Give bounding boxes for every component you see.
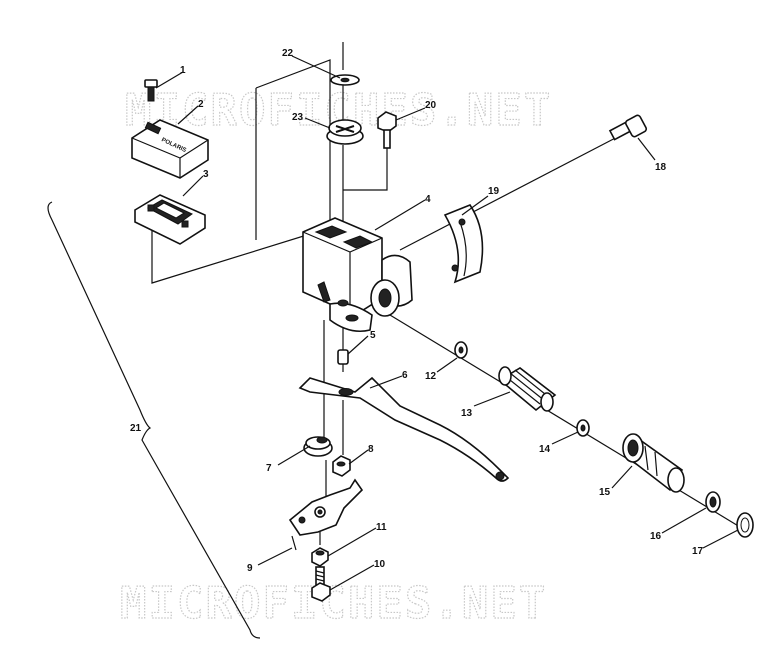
- callout-22: 22: [282, 48, 294, 59]
- reservoir-cover: POLARIS: [131, 119, 209, 179]
- callout-15: 15: [599, 487, 611, 498]
- brake-lever: [298, 376, 510, 482]
- top-washer: [330, 74, 360, 86]
- banjo-bolt: [377, 111, 397, 149]
- callout-7: 7: [266, 463, 272, 474]
- lever-nut: [332, 455, 351, 477]
- retaining-circlip: [736, 512, 754, 538]
- switch-screw: [311, 566, 331, 602]
- callout-1: 1: [180, 65, 186, 76]
- master-cylinder-body: [302, 217, 413, 333]
- callout-17: 17: [692, 546, 704, 557]
- assembly-bracket: [47, 201, 261, 639]
- return-spring: [303, 436, 333, 457]
- callout-14: 14: [539, 444, 551, 455]
- piston-washer: [705, 491, 721, 513]
- cover-screw: [144, 79, 158, 102]
- assembly-axis-lines: [151, 42, 741, 545]
- callout-10: 10: [374, 559, 386, 570]
- pivot-bushing: [337, 349, 349, 365]
- switch-nut: [311, 547, 329, 567]
- callout-3: 3: [203, 169, 209, 180]
- switch-bracket: [288, 478, 364, 551]
- leader-lines: [155, 55, 739, 591]
- callout-11: 11: [376, 522, 387, 533]
- callout-20: 20: [425, 100, 437, 111]
- callout-2: 2: [198, 99, 204, 110]
- piston-spring: [498, 366, 557, 412]
- callout-numbers: 1 2 3 4 5 6 7 8 9 10 11 12 13 14 15 16 1…: [130, 48, 704, 574]
- pivot-bolt: [608, 114, 648, 141]
- callout-4: 4: [425, 194, 431, 205]
- callout-21: 21: [130, 423, 142, 434]
- callout-16: 16: [650, 531, 662, 542]
- callout-8: 8: [368, 444, 374, 455]
- grommet: [326, 119, 364, 145]
- callout-23: 23: [292, 112, 304, 123]
- spring-washer: [576, 419, 590, 437]
- callout-18: 18: [655, 162, 667, 173]
- pivot-washer: [454, 341, 468, 359]
- callout-13: 13: [461, 408, 473, 419]
- callout-5: 5: [370, 330, 376, 341]
- diaphragm-gasket: [134, 194, 206, 245]
- piston-assembly: [622, 433, 685, 493]
- callout-12: 12: [425, 371, 437, 382]
- handlebar-clamp: [443, 204, 484, 284]
- watermark-bottom: MICROFICHES.NET: [120, 578, 547, 629]
- callout-19: 19: [488, 186, 500, 197]
- callout-9: 9: [247, 563, 253, 574]
- callout-6: 6: [402, 370, 408, 381]
